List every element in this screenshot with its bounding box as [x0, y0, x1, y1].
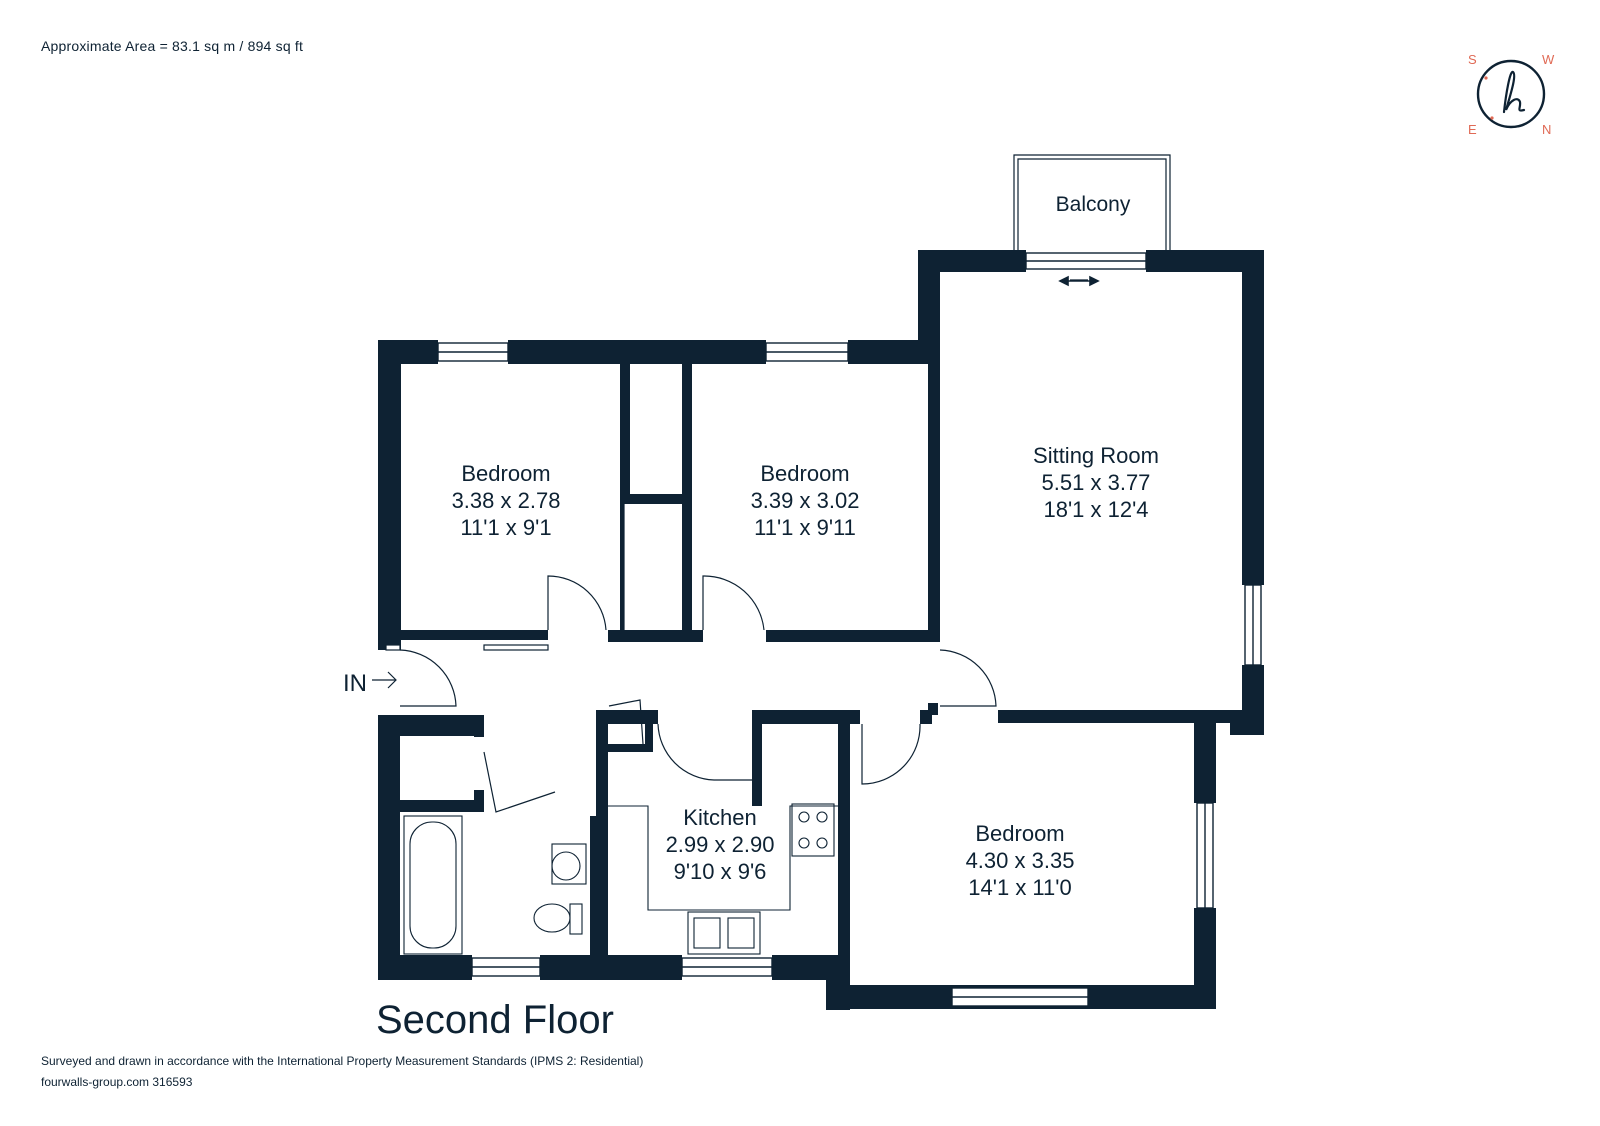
bathroom-fixtures: [403, 815, 587, 955]
compass-s-label: S: [1468, 52, 1477, 67]
footer-standards-note: Surveyed and drawn in accordance with th…: [41, 1054, 644, 1068]
windows: [437, 252, 1262, 1007]
room-bedroom-1: Bedroom 3.38 x 2.78 11'1 x 9'1: [452, 460, 561, 541]
door-swings: [385, 279, 1088, 813]
balcony-label: Balcony: [1055, 193, 1131, 216]
room-imperial: 18'1 x 12'4: [1043, 497, 1149, 522]
room-metric: 2.99 x 2.90: [665, 832, 775, 857]
room-imperial: 11'1 x 9'1: [460, 515, 552, 540]
balcony-outline: [1013, 154, 1171, 250]
room-metric: 3.39 x 3.02: [750, 488, 860, 513]
kitchen-fixtures: [608, 803, 838, 955]
room-imperial: 9'10 x 9'6: [673, 859, 767, 884]
sliding-door-arrow-icon: [1058, 275, 1100, 287]
walls: [378, 250, 1264, 1010]
room-name: Bedroom: [461, 461, 551, 486]
room-imperial: 14'1 x 11'0: [968, 875, 1072, 900]
room-metric: 4.30 x 3.35: [965, 848, 1075, 873]
room-metric: 3.38 x 2.78: [451, 488, 561, 513]
room-name: Bedroom: [975, 821, 1065, 846]
room-bedroom-2: Bedroom 3.39 x 3.02 11'1 x 9'11: [751, 460, 860, 541]
room-name: Kitchen: [683, 805, 757, 830]
room-name: Sitting Room: [1033, 443, 1159, 468]
floor-title: Second Floor: [376, 998, 614, 1042]
brand-logo: S W E N: [1466, 48, 1556, 138]
room-imperial: 11'1 x 9'11: [754, 515, 856, 540]
room-name: Bedroom: [760, 461, 850, 486]
area-summary: Approximate Area = 83.1 sq m / 894 sq ft: [41, 38, 304, 54]
room-bedroom-3: Bedroom 4.30 x 3.35 14'1 x 11'0: [966, 820, 1075, 901]
room-metric: 5.51 x 3.77: [1041, 470, 1151, 495]
room-sitting-room: Sitting Room 5.51 x 3.77 18'1 x 12'4: [1033, 442, 1159, 523]
compass-n-label: N: [1542, 122, 1551, 137]
entrance-arrow-icon: [372, 671, 397, 689]
footer-reference: fourwalls-group.com 316593: [41, 1075, 193, 1089]
compass-e-label: E: [1468, 122, 1477, 137]
h-monogram-icon: [1476, 59, 1546, 129]
room-kitchen: Kitchen 2.99 x 2.90 9'10 x 9'6: [666, 804, 775, 885]
entrance-label: IN: [343, 670, 367, 697]
compass-w-label: W: [1542, 52, 1555, 67]
